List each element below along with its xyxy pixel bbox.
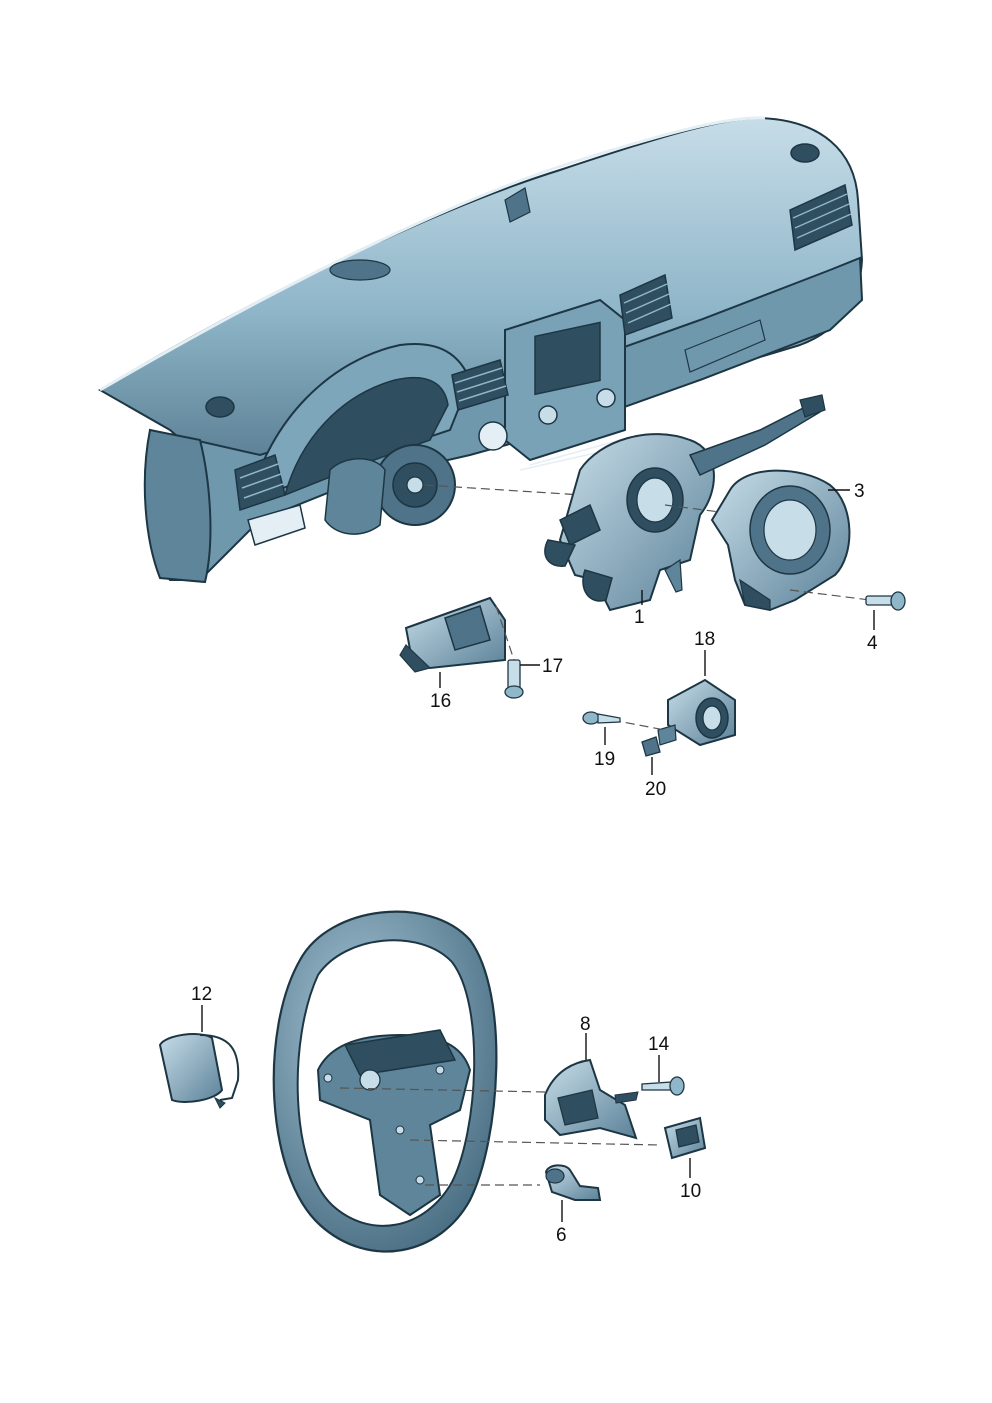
part-16-trim-panel [399, 596, 506, 673]
callout-19: 19 [594, 749, 615, 770]
leader-screw-to-module [611, 719, 666, 731]
callout-16: 16 [430, 691, 451, 712]
callout-1: 1 [634, 607, 645, 628]
callout-4: 4 [867, 633, 878, 654]
callout-8: 8 [580, 1014, 591, 1035]
callout-10: 10 [680, 1181, 701, 1202]
leader-trim-to-screw [495, 605, 515, 661]
callout-6: 6 [556, 1225, 567, 1246]
part-10-switch [663, 1116, 707, 1160]
dashboard-panel [98, 116, 864, 584]
part-4-bolt [865, 591, 906, 611]
part-14-screw [641, 1076, 685, 1096]
right-vent [789, 183, 853, 252]
part-1-combination-switch [544, 394, 826, 612]
callout-18: 18 [694, 629, 715, 650]
right-center-vent [619, 273, 673, 337]
callout-14: 14 [648, 1034, 670, 1055]
leader-wheel-to-8 [339, 1087, 546, 1093]
left-vent [234, 454, 286, 512]
part-18-switch-module [657, 678, 736, 747]
part-6-sensor [544, 1164, 602, 1201]
center-vent [451, 359, 509, 411]
part-19-screw [582, 711, 621, 725]
steering-wheel [272, 910, 498, 1253]
callout-20: 20 [645, 779, 666, 800]
part-8-multifunction-buttons [544, 1058, 639, 1140]
callout-12: 12 [191, 984, 212, 1005]
callout-17: 17 [542, 656, 563, 677]
leader-dash-to-switch [424, 484, 583, 496]
part-17-screw [504, 659, 524, 699]
part-20-clip [641, 736, 661, 757]
part-3-clock-spring [710, 469, 851, 612]
leader-switch-to-clockspring [664, 504, 721, 513]
callout-3: 3 [854, 481, 865, 502]
part-12-paddle [158, 1033, 240, 1109]
